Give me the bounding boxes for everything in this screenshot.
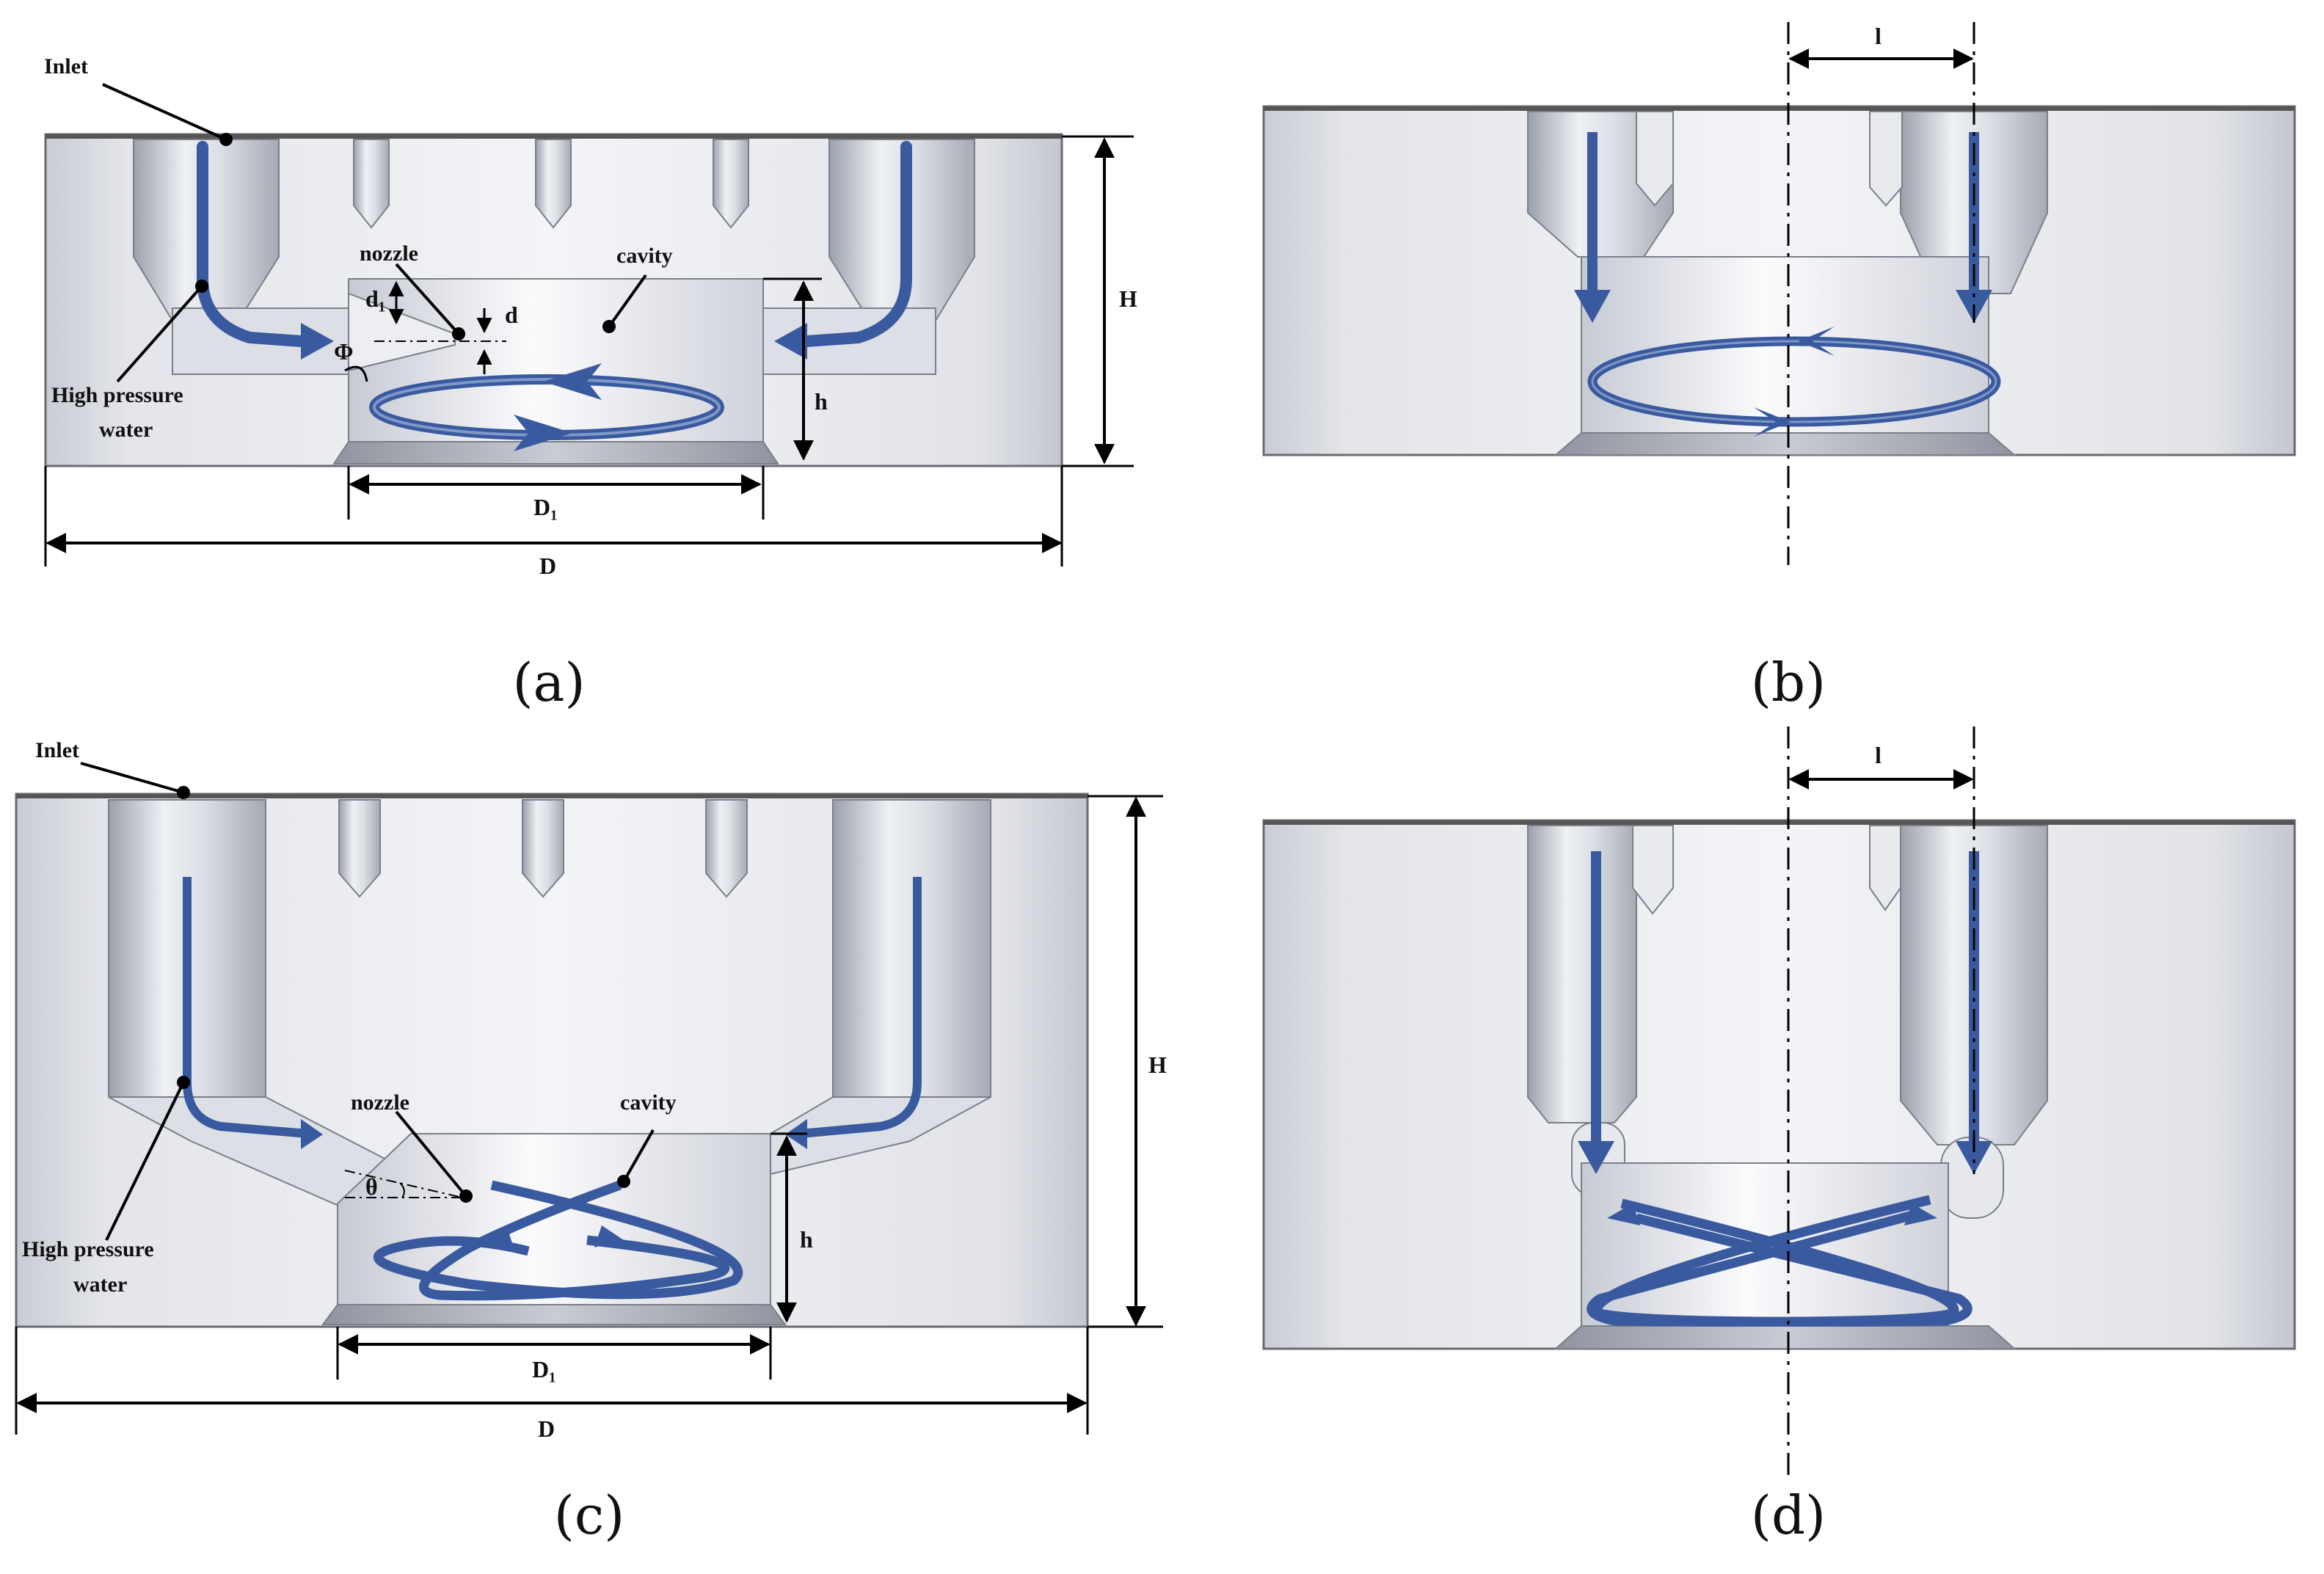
- drill-hole: [338, 799, 381, 898]
- swirl-arrow: [1754, 407, 1791, 437]
- hp-label-1: High pressure: [51, 383, 183, 407]
- phi-arc: [344, 365, 368, 382]
- panel-c: θ Inlet High pressure water nozzle cavit…: [15, 738, 1167, 1546]
- drill-hole: [522, 799, 564, 898]
- spiral-arrow: [594, 1225, 624, 1247]
- theta-ray: [344, 1170, 463, 1198]
- spiral-arrow: [1607, 1203, 1640, 1225]
- panel-a: Inlet High pressure water nozzle cavity …: [44, 54, 1137, 713]
- hp-leader: [105, 1082, 185, 1241]
- swirl-flow-highlight: [1591, 340, 1997, 423]
- h-label: h: [800, 1226, 813, 1253]
- inlet-channel-left: [1527, 825, 1637, 1123]
- caption-a: (a): [512, 652, 585, 713]
- drill-hole: [713, 139, 749, 229]
- nozzle-label: nozzle: [351, 1090, 409, 1115]
- swirl-arrow: [543, 363, 602, 400]
- spiral-arrow: [1904, 1203, 1937, 1225]
- D1-label: D₁: [533, 494, 558, 520]
- caption-d: (d): [1751, 1484, 1826, 1546]
- nozzle-label: nozzle: [360, 241, 418, 266]
- caption-b: (b): [1751, 652, 1826, 713]
- flow-arrow: [1956, 1141, 1992, 1174]
- drill-hole: [1869, 825, 1901, 911]
- H-label: H: [1148, 1052, 1167, 1078]
- nozzle-dot: [459, 1189, 473, 1203]
- inlet-dot: [219, 133, 233, 146]
- drill-hole: [353, 139, 390, 229]
- hp-label-2: water: [99, 418, 153, 442]
- flow-arrow: [1578, 1141, 1614, 1174]
- nozzle-leader: [395, 1110, 467, 1198]
- drill-hole: [1636, 111, 1674, 207]
- flow-path-right: [801, 141, 912, 347]
- panel-d: l (d): [1262, 726, 2296, 1546]
- nozzle-taper: [348, 292, 456, 372]
- d-label: d: [505, 302, 518, 328]
- drill-hole: [705, 799, 748, 898]
- cavity-base: [321, 1304, 787, 1325]
- l-label: l: [1875, 742, 1882, 768]
- cavity-chamber: [348, 278, 764, 442]
- inlet-dot: [177, 786, 190, 799]
- cavity-dot: [602, 320, 616, 333]
- H-label: H: [1119, 285, 1137, 312]
- swirl-arrow: [1798, 327, 1835, 356]
- cavity-leader: [622, 1129, 655, 1182]
- drill-hole: [535, 139, 572, 229]
- theta-label: θ: [365, 1173, 378, 1200]
- spiral-arrow: [484, 1225, 514, 1247]
- caption-c: (c): [554, 1484, 625, 1546]
- panel-b: l (b): [1262, 22, 2296, 713]
- drill-hole: [1869, 111, 1903, 207]
- cavity-base: [1553, 1325, 2017, 1349]
- flow-arrow: [301, 1119, 323, 1149]
- cavity-dot: [617, 1175, 630, 1188]
- d1-label: d₁: [365, 285, 385, 312]
- nozzle-leader: [395, 263, 460, 335]
- hp-dot: [177, 1076, 190, 1089]
- angled-feed-right: [770, 1096, 991, 1176]
- hp-label-2: water: [73, 1272, 127, 1297]
- D-label: D: [539, 553, 556, 579]
- h-label: h: [815, 388, 828, 415]
- hp-leader: [116, 285, 203, 383]
- nozzle-dot: [452, 327, 465, 340]
- hp-dot: [195, 280, 208, 293]
- spiral-flow: [1592, 1195, 1973, 1327]
- drill-hole: [1632, 825, 1674, 915]
- cavity-label: cavity: [616, 244, 673, 268]
- cavity-label: cavity: [620, 1090, 677, 1115]
- inlet-label: Inlet: [44, 54, 88, 79]
- phi-label: Φ: [334, 338, 354, 365]
- inlet-leader: [80, 762, 184, 794]
- cavity-base: [1553, 432, 2017, 456]
- l-label: l: [1875, 23, 1882, 49]
- flow-arrow: [301, 323, 334, 360]
- hp-label-1: High pressure: [22, 1237, 154, 1261]
- inlet-leader: [102, 83, 227, 141]
- theta-arc: [399, 1182, 405, 1198]
- D-label: D: [538, 1415, 555, 1442]
- D1-label: D₁: [532, 1356, 556, 1382]
- inlet-channel-right: [832, 799, 991, 1098]
- cavity-leader: [608, 274, 647, 328]
- inlet-label: Inlet: [35, 738, 79, 762]
- flow-path-right: [799, 877, 922, 1138]
- cavity-base: [332, 441, 779, 464]
- flow-arrow: [1574, 290, 1611, 323]
- swirl-arrow: [514, 415, 572, 451]
